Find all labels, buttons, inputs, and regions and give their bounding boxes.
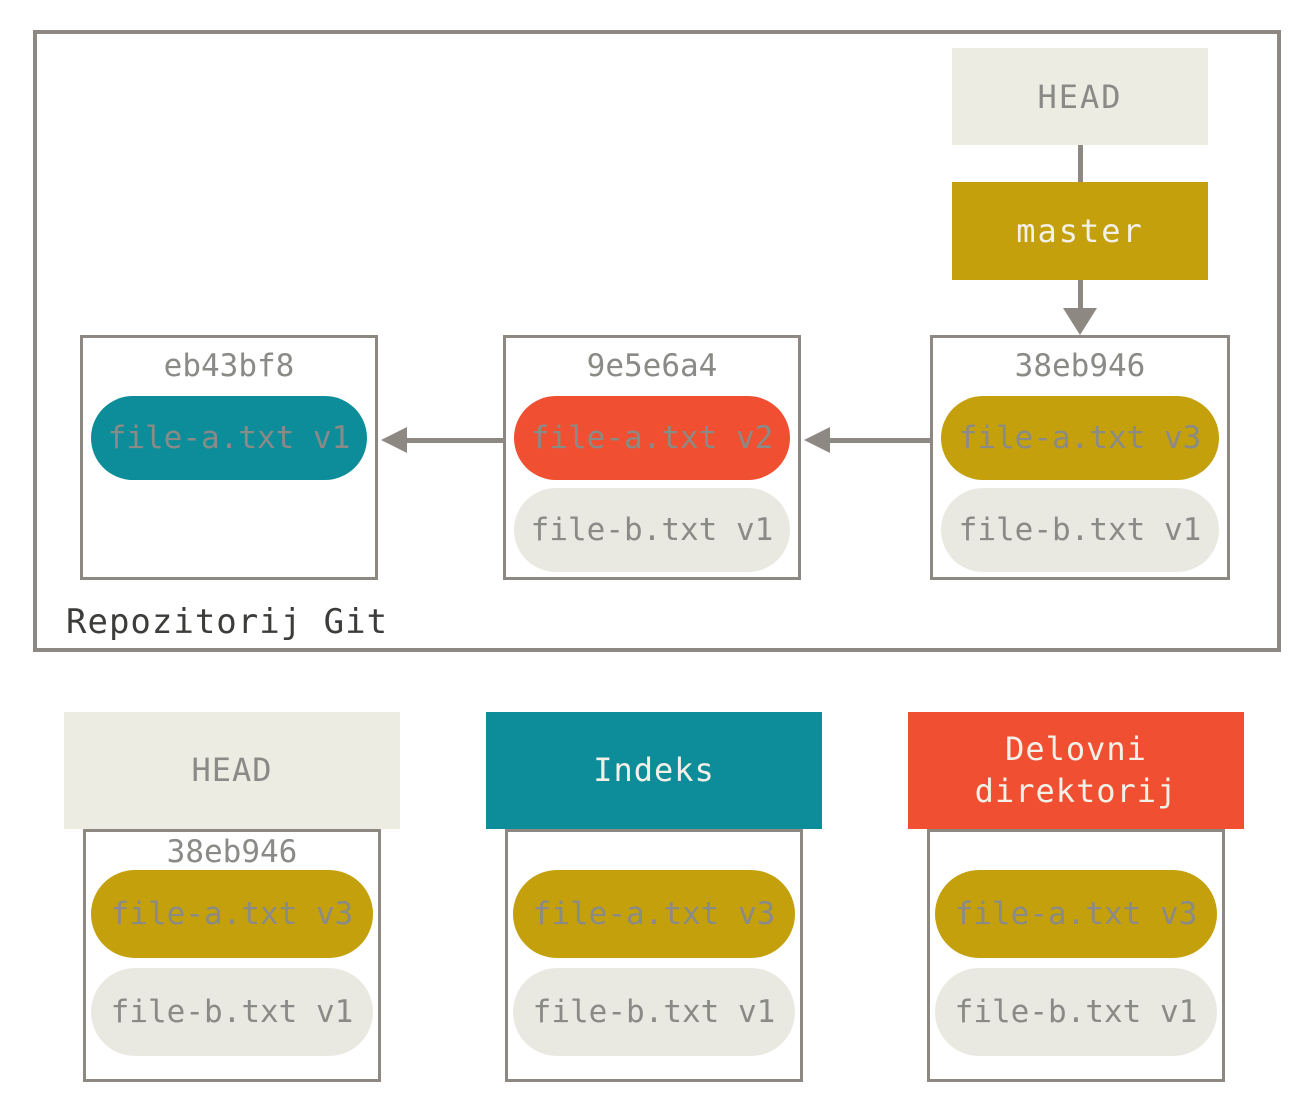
- master-to-commit-line: [1078, 280, 1083, 310]
- left-arrowhead-icon: [381, 427, 407, 453]
- head-ref-label: HEAD: [1037, 77, 1123, 116]
- file-pill: file-b.txt v1: [941, 488, 1219, 572]
- commit-parent-arrow-line: [828, 438, 930, 443]
- file-pill: file-b.txt v1: [935, 968, 1217, 1056]
- repository-label: Repozitorij Git: [66, 602, 389, 642]
- index-area-box: file-a.txt v3 file-b.txt v1: [505, 829, 803, 1082]
- index-area-title: Indeks: [593, 750, 715, 789]
- commit-parent-arrow-line: [405, 438, 503, 443]
- head-to-master-line: [1078, 145, 1083, 182]
- file-pill: file-b.txt v1: [91, 968, 373, 1056]
- commit-box-first: eb43bf8 file-a.txt v1: [80, 335, 378, 580]
- file-pill: file-a.txt v3: [935, 870, 1217, 958]
- head-ref-box: HEAD: [952, 48, 1208, 145]
- head-area-title: HEAD: [191, 750, 273, 789]
- head-area-header: HEAD: [64, 712, 400, 829]
- commit-id: 9e5e6a4: [586, 348, 718, 384]
- head-area-box: 38eb946 file-a.txt v3 file-b.txt v1: [83, 829, 381, 1082]
- file-pill: file-a.txt v1: [91, 396, 367, 480]
- file-pill: file-a.txt v3: [941, 396, 1219, 480]
- index-area-spacer: [508, 834, 800, 870]
- workdir-area-title: Delovni direktorij: [974, 729, 1178, 810]
- workdir-area-spacer: [930, 834, 1222, 870]
- file-pill: file-b.txt v1: [513, 968, 795, 1056]
- file-pill: file-b.txt v1: [514, 488, 790, 572]
- workdir-area-header: Delovni direktorij: [908, 712, 1244, 829]
- file-pill: file-a.txt v3: [513, 870, 795, 958]
- head-area-commit-id: 38eb946: [166, 834, 298, 870]
- commit-id: 38eb946: [1014, 348, 1146, 384]
- master-branch-box: master: [952, 182, 1208, 280]
- workdir-area-box: file-a.txt v3 file-b.txt v1: [927, 829, 1225, 1082]
- file-pill: file-a.txt v3: [91, 870, 373, 958]
- down-arrowhead-icon: [1063, 308, 1097, 335]
- master-branch-label: master: [1016, 212, 1144, 250]
- index-area-header: Indeks: [486, 712, 822, 829]
- commit-id: eb43bf8: [163, 348, 295, 384]
- left-arrowhead-icon: [804, 427, 830, 453]
- commit-box-third: 38eb946 file-a.txt v3 file-b.txt v1: [930, 335, 1230, 580]
- commit-box-second: 9e5e6a4 file-a.txt v2 file-b.txt v1: [503, 335, 801, 580]
- file-pill: file-a.txt v2: [514, 396, 790, 480]
